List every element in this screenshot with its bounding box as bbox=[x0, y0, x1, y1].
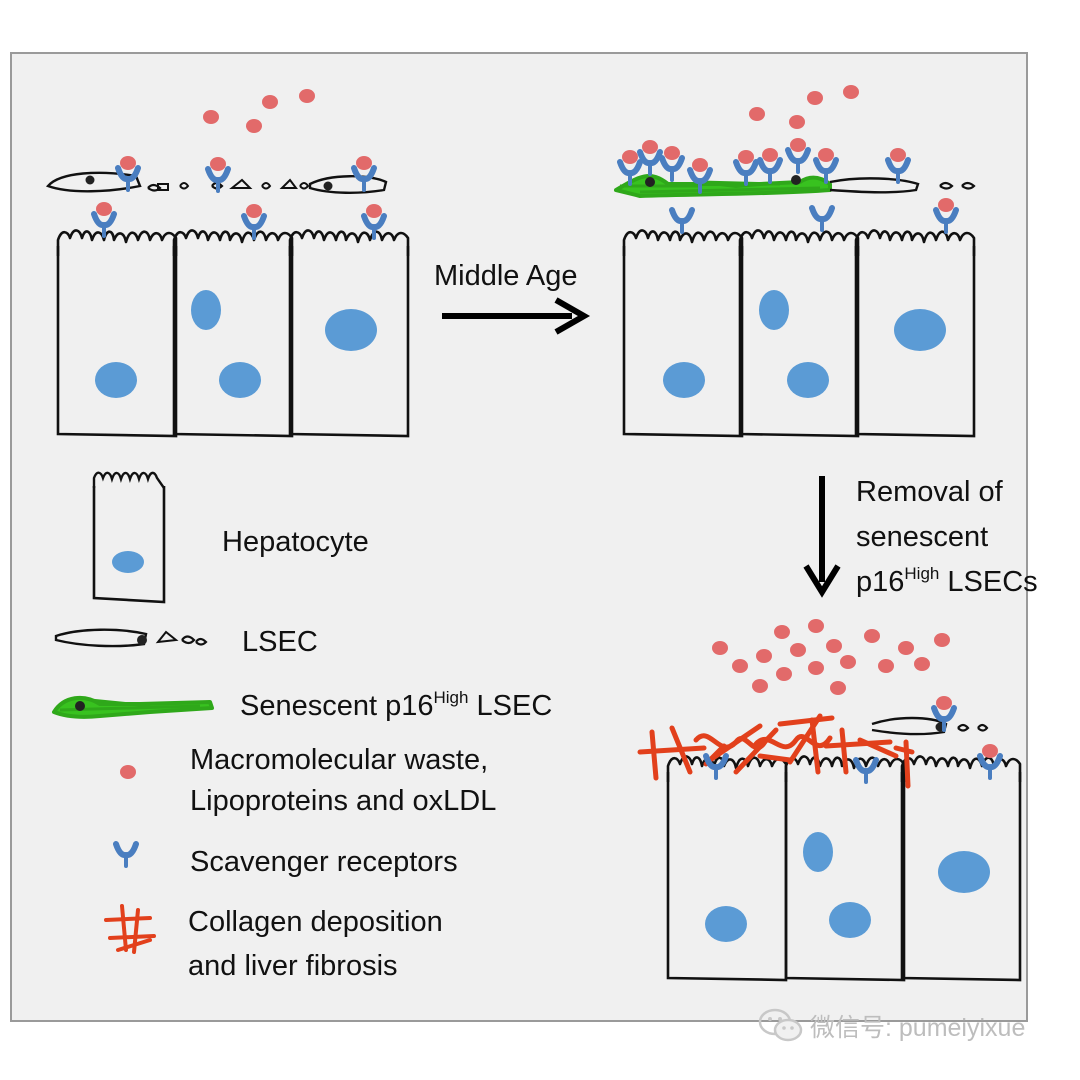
senescent-lsec bbox=[614, 174, 832, 198]
lsec-layer bbox=[45, 171, 388, 194]
removal-label: Removal of senescent p16High LSECs bbox=[856, 470, 1038, 605]
legend-collagen-label: Collagen deposition and liver fibrosis bbox=[188, 900, 443, 988]
wechat-icon bbox=[758, 1008, 803, 1042]
scavenger-receptor-icon bbox=[94, 156, 384, 238]
waste-particle-icon bbox=[203, 89, 315, 133]
scavenger-receptor-icon bbox=[706, 696, 1000, 782]
hepatocyte bbox=[854, 229, 976, 438]
legend-waste-label: Macromolecular waste, Lipoproteins and o… bbox=[190, 740, 496, 822]
middle-age-label: Middle Age bbox=[434, 260, 578, 292]
waste-particle-icon bbox=[749, 85, 859, 129]
hepatocyte bbox=[288, 229, 410, 438]
hepatocyte bbox=[172, 229, 294, 438]
hepatocyte-icon bbox=[92, 471, 166, 604]
senescent-lsec-icon bbox=[52, 695, 214, 719]
hepatocyte bbox=[56, 229, 178, 438]
hepatocyte bbox=[666, 755, 788, 982]
watermark-text: 微信号: pumeiyixue bbox=[810, 1014, 1026, 1042]
group-young-liver bbox=[45, 89, 410, 438]
legend-waste-line2: Lipoproteins and oxLDL bbox=[190, 785, 497, 817]
middle-age-arrow bbox=[442, 297, 591, 335]
hepatocyte bbox=[900, 755, 1022, 982]
lsec-icon bbox=[54, 628, 208, 648]
removal-label-line2: senescent bbox=[856, 521, 989, 553]
legend-waste-line1: Macromolecular waste, bbox=[190, 744, 489, 776]
removal-label-line3: p16High LSECs bbox=[856, 564, 1038, 598]
legend-lsec-label: LSEC bbox=[242, 626, 318, 658]
legend-collagen-line2: and liver fibrosis bbox=[188, 950, 398, 982]
hepatocyte bbox=[738, 229, 860, 438]
collagen-icon bbox=[104, 904, 156, 954]
waste-particle-icon bbox=[120, 765, 136, 779]
group-fibrotic-liver bbox=[637, 619, 1022, 982]
legend-receptors-label: Scavenger receptors bbox=[190, 846, 458, 878]
group-middle-age-liver bbox=[614, 85, 976, 438]
hepatocyte bbox=[622, 229, 744, 438]
watermark: 微信号: pumeiyixue bbox=[758, 1008, 1025, 1044]
legend-collagen-line1: Collagen deposition bbox=[188, 906, 443, 938]
collagen-deposition bbox=[637, 713, 915, 789]
scavenger-receptor-icon bbox=[116, 844, 136, 866]
hepatocyte bbox=[784, 755, 906, 982]
removal-arrow bbox=[803, 476, 841, 598]
removal-label-line1: Removal of bbox=[856, 476, 1003, 508]
diagram-panel bbox=[10, 52, 1028, 1022]
waste-particle-icon bbox=[712, 619, 950, 695]
legend-hepatocyte-label: Hepatocyte bbox=[222, 526, 369, 558]
legend-senescent-label: Senescent p16High LSEC bbox=[240, 688, 553, 722]
